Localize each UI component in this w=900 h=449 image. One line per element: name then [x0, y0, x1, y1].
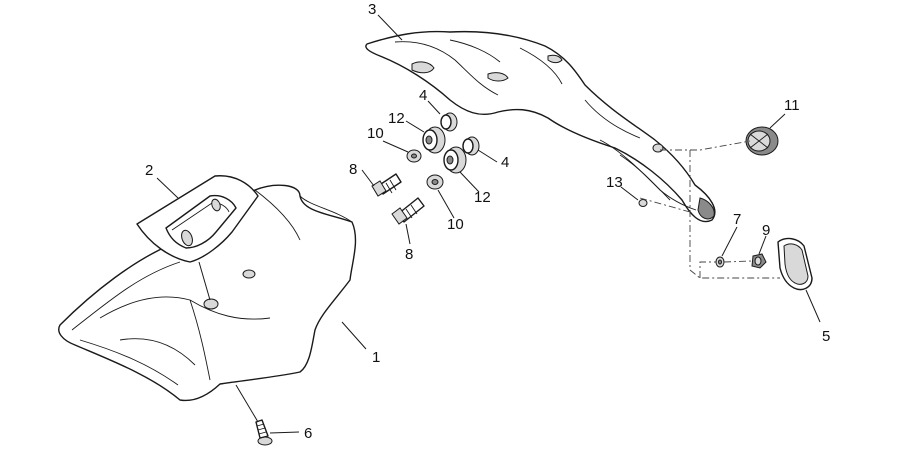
callout-8-upper: 8 — [349, 161, 357, 178]
callout-5: 5 — [822, 328, 830, 345]
part-small-washer — [638, 199, 648, 207]
part-cap — [745, 126, 779, 156]
callout-6: 6 — [304, 425, 312, 442]
part-washer-lower — [426, 174, 444, 190]
leader-lines — [156, 14, 821, 434]
part-upper-mudguard — [365, 30, 716, 223]
part-screw — [255, 419, 273, 446]
callout-12-upper: 12 — [388, 110, 405, 127]
callout-3: 3 — [368, 1, 376, 18]
callout-1: 1 — [372, 349, 380, 366]
part-spacer-upper — [440, 112, 458, 132]
callout-12-lower: 12 — [474, 189, 491, 206]
callout-8-lower: 8 — [405, 246, 413, 263]
callout-13: 13 — [606, 174, 623, 191]
callout-10-lower: 10 — [447, 216, 464, 233]
part-gasket-frame — [136, 175, 259, 263]
part-reflector — [777, 237, 813, 291]
callout-9: 9 — [762, 222, 770, 239]
callout-11: 11 — [784, 97, 800, 114]
callout-4-upper: 4 — [419, 87, 427, 104]
part-rubber-damper-upper — [422, 126, 446, 154]
callout-10-upper: 10 — [367, 125, 384, 142]
callout-7: 7 — [733, 211, 741, 228]
part-rubber-damper-lower — [443, 146, 467, 174]
part-washer-upper — [406, 149, 422, 163]
assembly-lines — [639, 140, 780, 279]
callout-labels: 1 2 3 4 4 5 6 7 8 8 9 10 10 11 12 12 13 — [145, 1, 830, 442]
callout-4-lower: 4 — [501, 154, 509, 171]
callout-2: 2 — [145, 162, 153, 179]
part-bolt-upper — [371, 173, 402, 197]
part-bolt-lower — [391, 197, 425, 225]
part-nut — [751, 253, 767, 269]
part-lower-fender — [58, 184, 357, 402]
part-spacer-lower — [462, 136, 480, 156]
part-washer-7 — [715, 256, 725, 268]
